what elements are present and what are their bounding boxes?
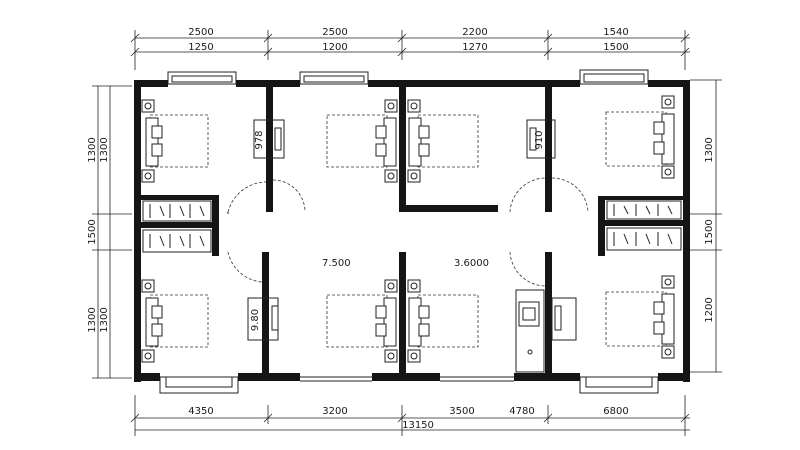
dim-left-1: 1300: [87, 137, 98, 162]
dim-right-1: 1300: [704, 137, 715, 162]
wardrobe-label-top-right: 910: [534, 130, 545, 149]
dim-top-3: 2200: [462, 27, 487, 38]
dim-left-3-inner: 1300: [99, 307, 110, 332]
wardrobe-label-top-left: 978: [254, 130, 265, 149]
dim-top-4: 1540: [603, 27, 628, 38]
wardrobe-label-bottom-left: 9.80: [250, 309, 261, 331]
desk-bottom-right: [551, 297, 577, 341]
dim-bottom-4: 4780: [509, 406, 534, 417]
dim-top-inner-3: 1270: [462, 42, 487, 53]
top-dimensions: 2500 2500 2200 1540 1250 1200 1270 1500: [130, 27, 690, 70]
dim-left-1-inner: 1300: [99, 137, 110, 162]
dim-left-2: 1500: [87, 219, 98, 244]
dim-bottom-5: 6800: [603, 406, 628, 417]
bathroom: [515, 289, 545, 373]
dim-top-inner-1: 1250: [188, 42, 213, 53]
room-label-center-left: 7.500: [322, 258, 351, 269]
bed-bottom-center-left: [326, 279, 398, 363]
bottom-dimensions: 4350 3200 3500 4780 6800 13150: [130, 395, 690, 436]
bed-bottom-right: [605, 275, 675, 359]
bed-top-left: [141, 99, 209, 183]
bed-top-center-right: [407, 99, 479, 183]
windows: [159, 69, 659, 394]
bed-bottom-center-right: [407, 279, 479, 363]
wardrobes: [142, 200, 682, 253]
dim-right-3: 1200: [704, 297, 715, 322]
dim-right-2: 1500: [704, 219, 715, 244]
dim-top-1: 2500: [188, 27, 213, 38]
walls: [134, 80, 690, 382]
dim-bottom-1: 4350: [188, 406, 213, 417]
left-dimensions: 1300 1300 1500 1300 1300: [87, 85, 132, 379]
dim-left-3: 1300: [87, 307, 98, 332]
dim-top-inner-2: 1200: [322, 42, 347, 53]
dim-bottom-2: 3200: [322, 406, 347, 417]
labels: 7.500 3.6000 978 910 9.80: [250, 130, 545, 331]
furniture: [141, 95, 675, 373]
right-dimensions: 1300 1500 1200: [690, 79, 722, 373]
bed-top-right: [605, 95, 675, 179]
dim-bottom-3: 3500: [449, 406, 474, 417]
room-label-center-right: 3.6000: [454, 258, 489, 269]
bed-top-center-left: [326, 99, 398, 183]
desk-top-left: [253, 119, 285, 159]
dim-top-inner-4: 1500: [603, 42, 628, 53]
dim-bottom-total: 13150: [402, 420, 434, 431]
desk-top-right: [526, 119, 556, 159]
doors: [227, 177, 589, 287]
bed-bottom-left: [141, 279, 209, 363]
dim-top-2: 2500: [322, 27, 347, 38]
